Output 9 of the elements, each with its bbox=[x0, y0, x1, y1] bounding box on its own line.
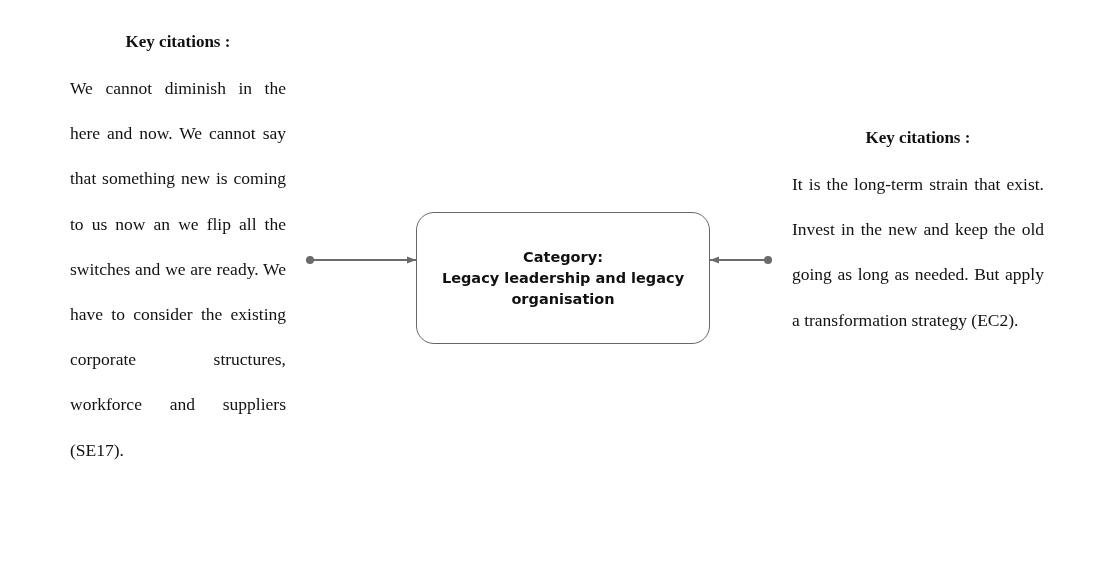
citation-heading: Key citations : bbox=[124, 32, 232, 52]
citation-heading: Key citations : bbox=[864, 128, 972, 148]
citation-text: It is the long-term strain that exist. Invest in the new and keep the old going as long as needed. But apply a transformation strategy (EC2). bbox=[792, 173, 1044, 332]
citation-text: We cannot diminish in the here and now. We cannot say that something new is coming to us now an we flip all the switches and we are ready. We have to consider the existing corporate structures, workforce and suppliers (SE17). bbox=[70, 77, 286, 462]
category-title: Legacy leadership and legacy organisation bbox=[440, 268, 686, 309]
category-box bbox=[416, 212, 710, 344]
arrow bbox=[305, 255, 416, 265]
arrow bbox=[710, 255, 773, 265]
category-label: Category: bbox=[523, 247, 603, 267]
